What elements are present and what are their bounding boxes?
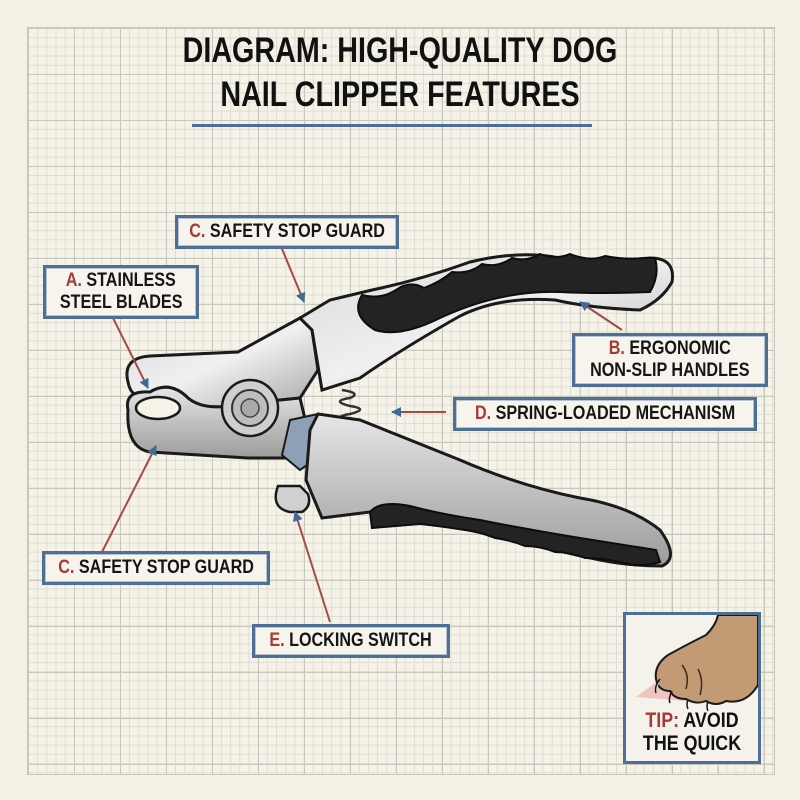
tip-box: TIP: AVOID THE QUICK <box>623 612 761 764</box>
label-letter: E. <box>269 630 286 651</box>
label-spring-loaded-mechanism: D. SPRING-LOADED MECHANISM <box>453 397 757 431</box>
label-text-line-2: STEEL BLADES <box>59 292 183 313</box>
label-text: LOCKING SWITCH <box>289 630 433 651</box>
label-letter: D. <box>474 403 492 424</box>
label-stainless-steel-blades: A. STAINLESS STEEL BLADES <box>43 265 199 319</box>
title-line-2: NAIL CLIPPER FEATURES <box>220 75 580 114</box>
label-letter: A. <box>65 270 83 291</box>
label-safety-stop-guard-top: C. SAFETY STOP GUARD <box>175 215 399 249</box>
label-locking-switch: E. LOCKING SWITCH <box>252 624 450 658</box>
label-text: SAFETY STOP GUARD <box>78 557 254 578</box>
label-letter: B. <box>608 338 626 359</box>
title-line-1: DIAGRAM: HIGH-QUALITY DOG <box>182 31 618 70</box>
dog-paw-icon <box>636 615 758 712</box>
label-text-line-2: NON-SLIP HANDLES <box>590 360 750 381</box>
label-letter: C. <box>58 557 75 578</box>
label-text-line-1: STAINLESS <box>86 270 177 291</box>
label-safety-stop-guard-bottom: C. SAFETY STOP GUARD <box>42 551 270 585</box>
tip-prefix: TIP: <box>645 709 680 732</box>
tip-text: TIP: AVOID THE QUICK <box>626 709 758 755</box>
tip-line-2: THE QUICK <box>642 732 742 755</box>
label-ergonomic-handles: B. ERGONOMIC NON-SLIP HANDLES <box>572 333 768 387</box>
label-text-line-1: ERGONOMIC <box>629 338 732 359</box>
label-text: SAFETY STOP GUARD <box>209 221 385 242</box>
title-underline <box>192 124 592 127</box>
label-text: SPRING-LOADED MECHANISM <box>495 403 736 424</box>
tip-line-1: AVOID <box>683 709 739 732</box>
label-letter: C. <box>189 221 206 242</box>
